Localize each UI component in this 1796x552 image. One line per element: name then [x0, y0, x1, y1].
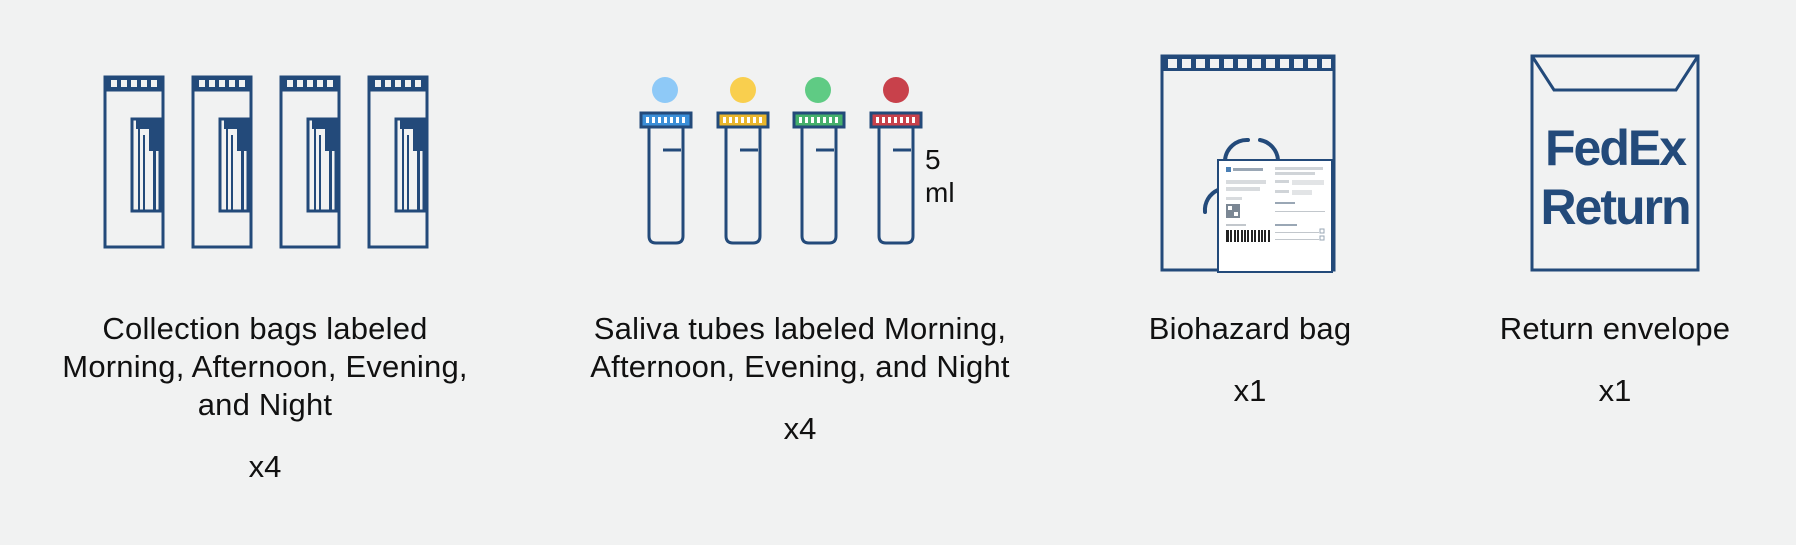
red-cap-icon: [883, 77, 909, 103]
envelope-text-line2: Return: [1540, 179, 1689, 235]
caption-line: and Night: [197, 387, 333, 422]
collection-bags-quantity: x4: [248, 449, 282, 484]
volume-unit: ml: [925, 177, 955, 208]
saliva-tubes-caption: Saliva tubes labeled Morning, Afternoon,…: [550, 310, 1050, 386]
yellow-cap-icon: [730, 77, 756, 103]
saliva-tubes-icon: 5 ml: [639, 77, 955, 245]
saliva-tubes-quantity: x4: [783, 411, 817, 446]
return-envelope-icon: FedEx Return: [1530, 54, 1700, 272]
collection-bags-caption: Collection bags labeled Morning, Afterno…: [0, 310, 530, 424]
caption-line: Return envelope: [1499, 311, 1731, 346]
return-envelope-item: FedEx Return Return envelope x1: [1470, 0, 1760, 545]
caption-line: Afternoon, Evening, and Night: [590, 349, 1010, 384]
green-cap-icon: [805, 77, 831, 103]
biohazard-symbol-icon: [1202, 137, 1280, 214]
caption-line: Saliva tubes labeled Morning,: [593, 311, 1007, 346]
collection-bags-item: Collection bags labeled Morning, Afterno…: [0, 0, 530, 545]
envelope-text-line1: FedEx: [1545, 120, 1687, 176]
blue-cap-icon: [652, 77, 678, 103]
saliva-tubes-item: 5 ml Saliva tubes labeled Morning, After…: [550, 0, 1050, 545]
biohazard-bag-caption: Biohazard bag: [1110, 310, 1390, 348]
envelope-flap-icon: [1530, 55, 1700, 92]
biohazard-bag-item: Biohazard bag x1: [1110, 0, 1390, 545]
requisition-form-icon: [1217, 159, 1333, 273]
return-envelope-caption: Return envelope: [1470, 310, 1760, 348]
return-envelope-quantity: x1: [1598, 373, 1632, 408]
caption-line: Biohazard bag: [1148, 311, 1352, 346]
biohazard-bag-icon: [1160, 54, 1336, 273]
volume-value: 5: [925, 144, 941, 175]
caption-line: Morning, Afternoon, Evening,: [62, 349, 468, 384]
caption-line: Collection bags labeled: [102, 311, 428, 346]
collection-bags-icon: [103, 75, 429, 249]
biohazard-bag-quantity: x1: [1233, 373, 1267, 408]
